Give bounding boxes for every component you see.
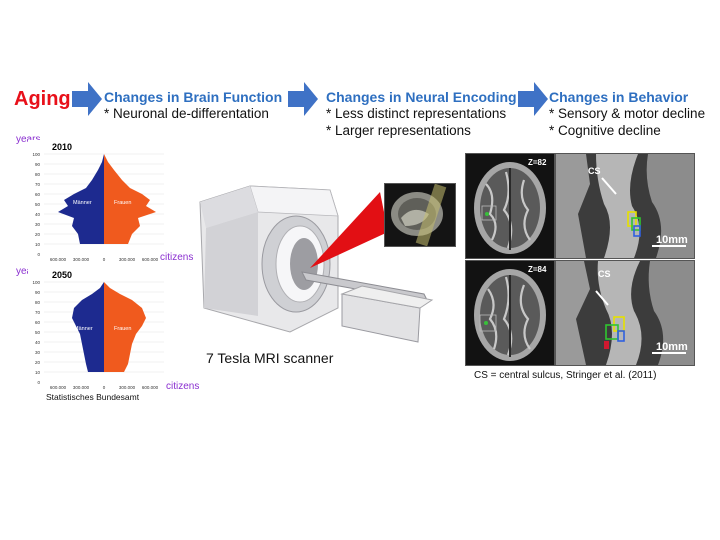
stage-item: * Less distinct representations [326,106,507,121]
y-tick: 70 [35,182,41,187]
male-label: Männer [73,200,92,206]
x-tick: 0 [103,257,106,262]
slice-label: Z=84 [528,265,547,274]
pyramid-year: 2050 [52,270,72,280]
zoomed-slice-z84: CS 10mm [555,260,695,366]
female-label: Frauen [114,200,131,206]
x-tick: 300.000 [119,385,136,390]
brain-slice-z82: Z=82 [465,153,555,259]
pyramid-source: Statistisches Bundesamt [46,392,140,402]
male-population-area [58,154,104,244]
x-tick: 600.000 [142,385,159,390]
stage-heading: Changes in Brain Function [104,89,283,105]
stage-brain-function: Changes in Brain Function * Neuronal de-… [104,89,282,122]
y-tick: 10 [35,242,41,247]
stage-behavior: Changes in Behavior * Sensory & motor de… [549,89,705,139]
female-population-area [104,154,156,244]
y-tick: 100 [32,280,40,285]
y-tick: 60 [35,320,41,325]
scale-label: 10mm [656,341,688,353]
y-tick: 90 [35,290,41,295]
y-tick: 50 [35,330,41,335]
x-tick: 600.000 [50,385,67,390]
y-tick: 0 [37,252,40,257]
y-tick: 80 [35,172,41,177]
pyramid-year: 2010 [52,142,72,152]
scanner-caption: 7 Tesla MRI scanner [206,350,334,366]
y-tick: 40 [35,340,41,345]
pyramid-x-axis-label: citizens [160,252,194,263]
cs-label: CS [588,166,601,176]
x-tick: 300.000 [73,257,90,262]
y-tick: 20 [35,360,41,365]
pyramid-y-axis-label: years [16,134,41,145]
zoomed-slice-z82: CS 10mm [555,153,695,259]
stage-heading: Changes in Neural Encoding [326,89,517,105]
male-population-area [72,282,104,372]
female-label: Frauen [114,326,131,332]
y-tick: 90 [35,162,41,167]
aging-label: Aging [14,88,71,110]
population-pyramid-2010: 2010 Männer Frauen 100 90 80 70 60 50 40… [28,140,168,265]
population-pyramid-2050: 2050 Männer Frauen 100 90 80 70 60 50 40… [28,266,168,392]
y-tick: 60 [35,192,41,197]
pyramid-x-axis-label: citizens [166,381,200,392]
slice-label: Z=82 [528,158,547,167]
stage-item: * Neuronal de-differentation [104,106,269,121]
x-tick: 0 [103,385,106,390]
flow-arrow-icon [72,82,102,116]
female-population-area [104,282,146,372]
x-tick: 600.000 [142,257,159,262]
x-tick: 300.000 [73,385,90,390]
y-tick: 80 [35,300,41,305]
x-tick: 600.000 [50,257,67,262]
stage-item: * Cognitive decline [549,123,661,138]
flow-arrow-icon [518,82,548,116]
mri-scanner-icon [199,185,434,343]
stage-item: * Sensory & motor decline [549,106,706,121]
cs-label: CS [598,269,611,279]
scanner-inset-brain [384,183,456,247]
y-tick: 30 [35,222,41,227]
y-tick: 100 [32,152,40,157]
y-tick: 0 [37,380,40,385]
stage-heading: Changes in Behavior [549,89,689,105]
x-tick: 300.000 [119,257,136,262]
y-tick: 30 [35,350,41,355]
y-tick: 70 [35,310,41,315]
brain-slice-z84: Z=84 [465,260,555,366]
flow-arrow-icon [288,82,318,116]
y-tick: 50 [35,202,41,207]
stage-neural-encoding: Changes in Neural Encoding * Less distin… [326,89,517,139]
male-label: Männer [74,326,93,332]
scale-label: 10mm [656,234,688,246]
mri-caption: CS = central sulcus, Stringer et al. (20… [474,370,657,381]
y-tick: 20 [35,232,41,237]
y-tick: 10 [35,370,41,375]
stage-item: * Larger representations [326,123,471,138]
y-tick: 40 [35,212,41,217]
